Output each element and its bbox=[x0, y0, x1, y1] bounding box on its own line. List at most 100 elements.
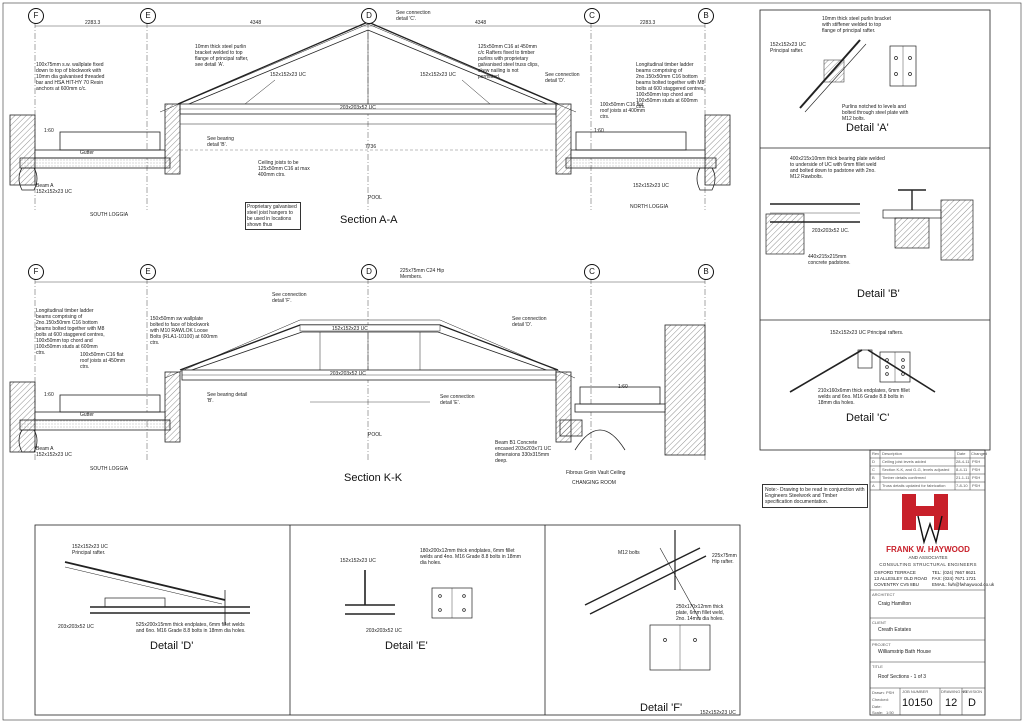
detail-f-title: Detail 'F' bbox=[640, 702, 683, 714]
detail-d-plates: 525x200x15mm thick endplates, 6mm fillet… bbox=[136, 622, 246, 634]
drawing-note: Note:- Drawing to be read in conjunction… bbox=[762, 484, 868, 508]
label-gutter: Gutter bbox=[80, 150, 94, 156]
detail-e-beam: 203x203x52 UC bbox=[366, 628, 402, 634]
detail-a-rafter: 152x152x23 UC Principal rafter. bbox=[770, 42, 806, 54]
detail-d-drawing bbox=[64, 561, 250, 625]
rev-cell: Section K-K, and G-G, levels adjusted bbox=[882, 467, 950, 472]
note-rafters: 125x50mm C16 at 450mm c/c Rafters fixed … bbox=[478, 44, 539, 80]
scale-label: Scale: bbox=[872, 710, 884, 715]
grid-bubble: B bbox=[698, 264, 714, 280]
note-hangers: Proprietary galvanised steel joist hange… bbox=[245, 202, 301, 230]
note-ceiling-joists: Ceiling joists to be 125x50mm C16 at max… bbox=[258, 160, 310, 178]
rev-header: Date bbox=[957, 451, 966, 456]
note-beam-b1: Beam B1 Concrete encased 203x203x71 UC d… bbox=[495, 440, 552, 464]
detail-f-plate: 250x170x12mm thick plate, 6mm fillet wel… bbox=[676, 604, 725, 622]
note-see-e: See connection detail 'E'. bbox=[440, 394, 475, 406]
label-north-loggia: NORTH LOGGIA bbox=[630, 204, 669, 210]
rev-cell: D bbox=[872, 459, 875, 464]
company-sub: AND ASSOCIATES bbox=[908, 555, 948, 560]
checked-label: Checked: bbox=[872, 697, 889, 702]
grid-bubble: E bbox=[140, 8, 156, 24]
client-label: CLIENT bbox=[872, 620, 887, 625]
detail-a-drawing bbox=[799, 39, 917, 113]
rev-cell: C bbox=[872, 467, 875, 472]
job-number: 10150 bbox=[902, 697, 933, 709]
detail-c-rafters: 152x152x23 UC Principal rafters. bbox=[830, 330, 904, 336]
detail-d-rafter: 152x152x23 UC Principal rafter. bbox=[72, 544, 108, 556]
label-beam-a: Beam A 152x152x23 UC bbox=[36, 446, 72, 458]
dimension: 4348 bbox=[250, 20, 262, 26]
title-block-lines bbox=[870, 450, 985, 715]
label-rafter-uc: 152x152x23 UC bbox=[270, 72, 306, 78]
company-name: FRANK W. HAYWOOD bbox=[886, 545, 970, 554]
grid-bubble: E bbox=[140, 264, 156, 280]
rev-cell: 8-4-11 bbox=[956, 467, 968, 472]
revision-value: D bbox=[968, 697, 976, 709]
note-bearing-b: See bearing detail 'B'. bbox=[207, 392, 248, 404]
detail-d-title: Detail 'D' bbox=[150, 640, 194, 652]
rev-cell: PSH bbox=[972, 467, 981, 472]
detail-e-title: Detail 'E' bbox=[385, 640, 428, 652]
section-aa-title: Section A-A bbox=[340, 214, 398, 226]
company-address: COVENTRY CV5 8BU bbox=[874, 582, 919, 587]
label-gutter: Gutter bbox=[80, 412, 94, 418]
note-roof-joists: 100x50mm C16 flat roof joists at 450mm c… bbox=[80, 352, 126, 370]
detail-f-drawing bbox=[584, 530, 711, 671]
detail-e-plates: 180x200x12mm thick endplates, 6mm fillet… bbox=[420, 548, 521, 566]
detail-f-uc: 152x152x23 UC bbox=[700, 710, 736, 716]
date-label: Date: bbox=[872, 704, 882, 709]
section-kk-title: Section K-K bbox=[344, 472, 403, 484]
architect-value: Craig Hamilton bbox=[878, 601, 912, 607]
section-kk-drawing bbox=[9, 278, 706, 460]
detail-b-drawing bbox=[765, 189, 974, 261]
job-label: JOB NUMBER bbox=[902, 689, 929, 694]
title-label: TITLE bbox=[872, 664, 883, 669]
rev-header: Changed bbox=[971, 451, 988, 456]
label-changing-room: CHANGING ROOM bbox=[572, 480, 616, 486]
detail-b-beam: 203x203x52 UC. bbox=[812, 228, 850, 234]
detail-f-hip: 225x75mm Hip rafter. bbox=[712, 553, 737, 565]
drawn-value: PSH bbox=[886, 690, 895, 695]
label-pool: POOL bbox=[368, 195, 382, 201]
company-logo bbox=[902, 494, 948, 545]
detail-e-ridge: 152x152x23 UC bbox=[340, 558, 376, 564]
rev-cell: A bbox=[872, 483, 875, 488]
note-wallplate: 150x50mm sw wallplate bolted to face of … bbox=[150, 316, 218, 346]
company-tel: TEL: (024) 7667 8621 bbox=[932, 570, 976, 575]
detail-c-drawing bbox=[789, 349, 936, 393]
rev-cell: 7-8-10 bbox=[956, 483, 968, 488]
note-hip: 225x75mm C24 Hip Members. bbox=[400, 268, 445, 280]
label-pool: POOL bbox=[368, 432, 382, 438]
label-slope: 1:60 bbox=[618, 384, 628, 390]
project-label: PROJECT bbox=[872, 642, 891, 647]
drawing-number: 12 bbox=[945, 697, 958, 709]
detail-b-padstone: 440x215x215mm concrete padstone. bbox=[808, 254, 851, 266]
detail-c-plates: 210x160x6mm thick endplates, 6mm fillet … bbox=[818, 388, 910, 406]
company-address: 13 ALLESLEY OLD ROAD bbox=[874, 576, 928, 581]
note-wallplate: 100x75mm s.w. wallplate fixed down to to… bbox=[36, 62, 105, 92]
detail-b-plate: 400x215x10mm thick bearing plate welded … bbox=[790, 156, 885, 180]
dimension: 2283.3 bbox=[85, 20, 101, 26]
project-value: Williamstrip Bath House bbox=[878, 649, 932, 655]
note-bearing-b: See bearing detail 'B'. bbox=[207, 136, 234, 148]
drawing-no-label: DRAWING NO. bbox=[941, 689, 969, 694]
drawn-label: Drawn: bbox=[872, 690, 885, 695]
company-fax: FAX: (024) 7671 1721 bbox=[932, 576, 977, 581]
label-beam-uc: 203x203x52 UC bbox=[330, 371, 366, 377]
rev-cell: Ceiling joist levels added bbox=[882, 459, 927, 464]
rev-cell: PSH bbox=[972, 483, 981, 488]
grid-bubble: B bbox=[698, 8, 714, 24]
company-email: EMAIL: fwh@fwhaywood.co.uk bbox=[932, 582, 995, 587]
rev-cell: 21-1-11 bbox=[956, 475, 970, 480]
grid-bubble: C bbox=[584, 8, 600, 24]
label-span: 7736 bbox=[365, 144, 377, 150]
note-see-d: See connection detail 'D'. bbox=[512, 316, 547, 328]
detail-f-bolts: M12 bolts bbox=[618, 550, 640, 556]
rev-cell: PSH bbox=[972, 459, 981, 464]
note-see-c: See connection detail 'C'. bbox=[396, 10, 431, 22]
detail-b-title: Detail 'B' bbox=[857, 288, 900, 300]
company-tagline: CONSULTING STRUCTURAL ENGINEERS bbox=[879, 562, 977, 567]
rev-cell: 28-4-11 bbox=[956, 459, 970, 464]
rev-cell: Truss details updated for fabrication bbox=[882, 483, 946, 488]
rev-cell: PSH bbox=[972, 475, 981, 480]
